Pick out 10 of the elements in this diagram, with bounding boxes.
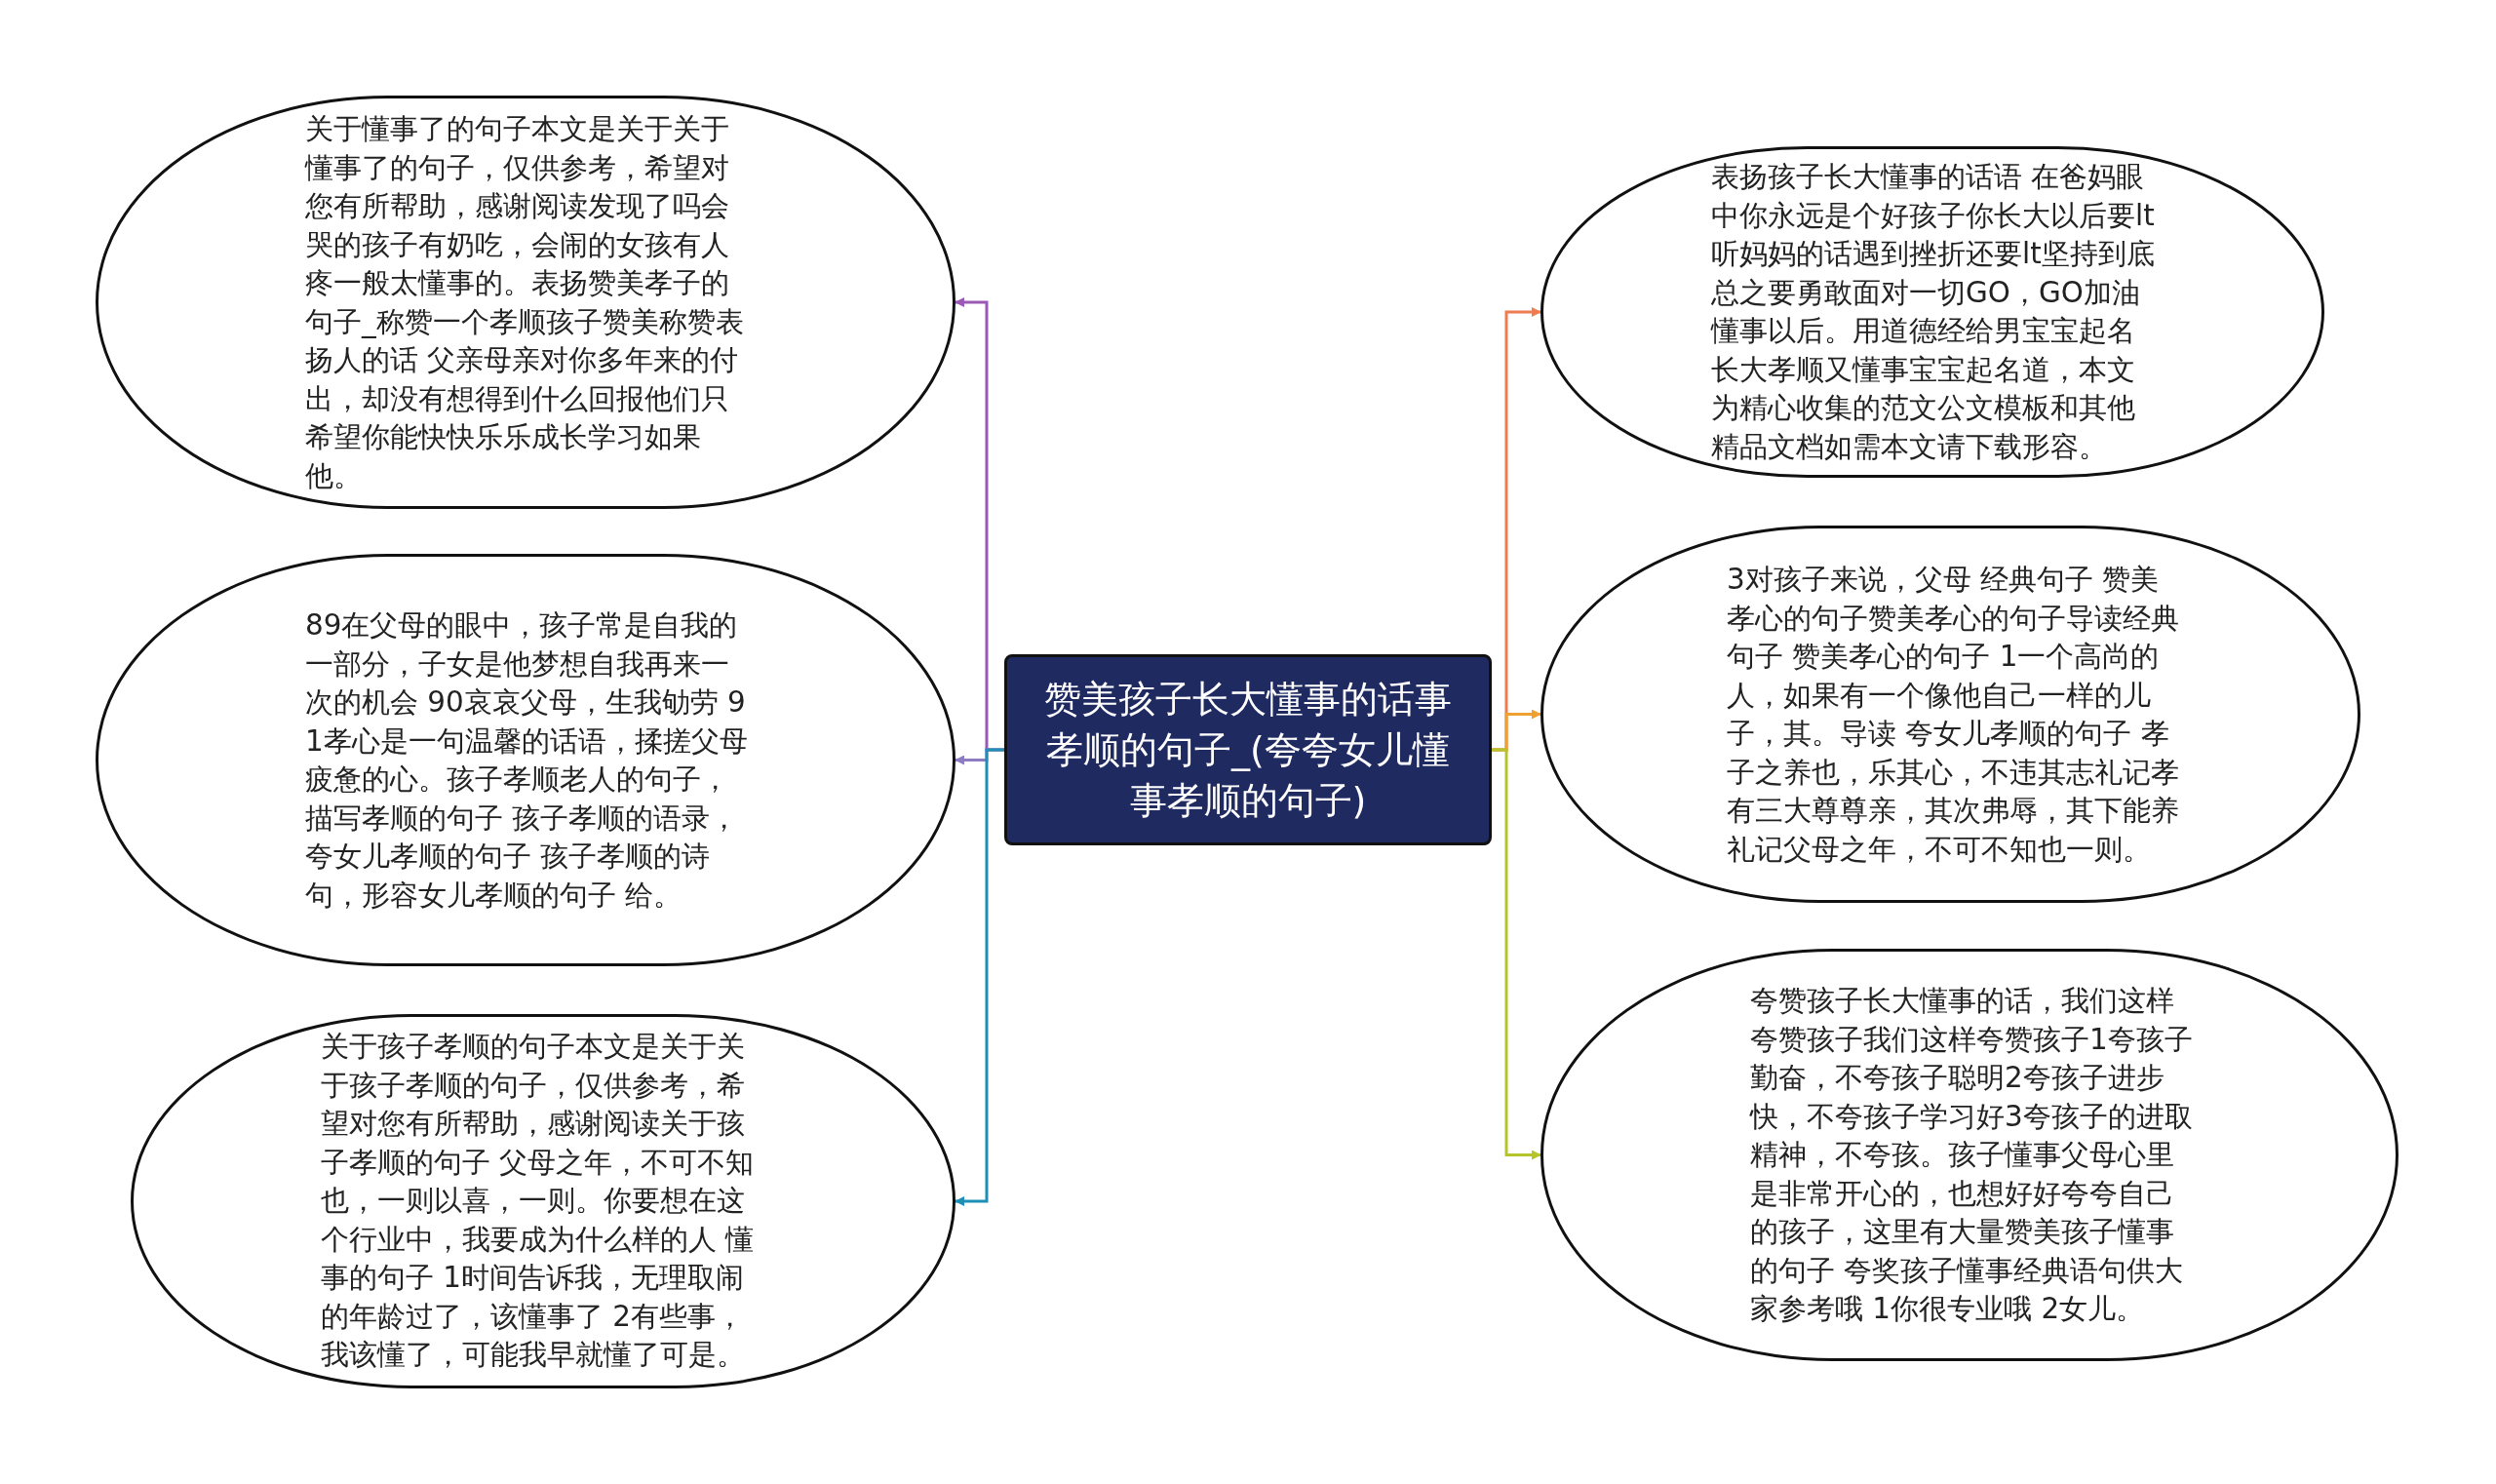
node-text: 3对孩子来说，父母 经典句子 赞美孝心的句子赞美孝心的句子导读经典句子 赞美孝心的句子 1一个高尚的人，如果有一个像他自己一样的儿子，其。导读 夸女儿孝顺的句子 孝子之养也，乐其心，不违其志礼记孝有三大尊尊亲，其次弗辱，其下能养礼记父母之年，不可不知也一则。	[1727, 562, 2180, 868]
connector-arrow	[955, 748, 1004, 1206]
node-text: 关于孩子孝顺的句子本文是关于关于孩子孝顺的句子，仅供参考，希望对您有所帮助，感谢阅读关于孩子孝顺的句子 父母之年，不可不知也，一则以喜，一则。你要想在这个行业中，我要成为什么样的人 懂事的句子 1时间告诉我，无理取闹的年龄过了，该懂事了 2有些事，我该懂了，可能我早就懂了可是。	[321, 1029, 756, 1373]
node-text: 89在父母的眼中，孩子常是自我的一部分，子女是他梦想自我再来一次的机会 90哀哀父母，生我劬劳 91孝心是一句温馨的话语，揉搓父母疲惫的心。孩子孝顺老人的句子，描写孝顺的句子 孩子孝顺的语录，夸女儿孝顺的句子 孩子孝顺的诗句，形容女儿孝顺的句子 给。	[305, 607, 749, 914]
node-text: 表扬孩子长大懂事的话语 在爸妈眼中你永远是个好孩子你长大以后要lt听妈妈的话遇到挫折还要lt坚持到底总之要勇敢面对一切GO，GO加油懂事以后。用道德经给男宝宝起名长大孝顺又懂事宝宝起名道，本文为精心收集的范文公文模板和其他精品文档如需本文请下载形容。	[1711, 159, 2155, 465]
node-text: 关于懂事了的句子本文是关于关于懂事了的句子，仅供参考，希望对您有所帮助，感谢阅读发现了吗会哭的孩子有奶吃，会闹的女孩有人疼一般太懂事的。表扬赞美孝子的句子_称赞一个孝顺孩子赞美称赞表扬人的话 父亲母亲对你多年来的付出，却没有想得到什么回报他们只希望你能快快乐乐成长学习如果他。	[305, 111, 745, 494]
topic-box	[1004, 654, 1492, 845]
connector-arrow	[1492, 748, 1541, 1160]
topic-text: 赞美孩子长大懂事的话事孝顺的句子_(夸夸女儿懂事孝顺的句子)	[1043, 677, 1453, 824]
node-text: 夸赞孩子长大懂事的话，我们这样夸赞孩子我们这样夸赞孩子1夸孩子勤奋，不夸孩子聪明2夸孩子进步快，不夸孩子学习好3夸孩子的进取精神，不夸孩。孩子懂事父母心里是非常开心的，也想好好夸夸自己的孩子，这里有大量赞美孩子懂事的句子 夸奖孩子懂事经典语句供大家参考哦 1你很专业哦 2女儿。	[1750, 983, 2194, 1327]
